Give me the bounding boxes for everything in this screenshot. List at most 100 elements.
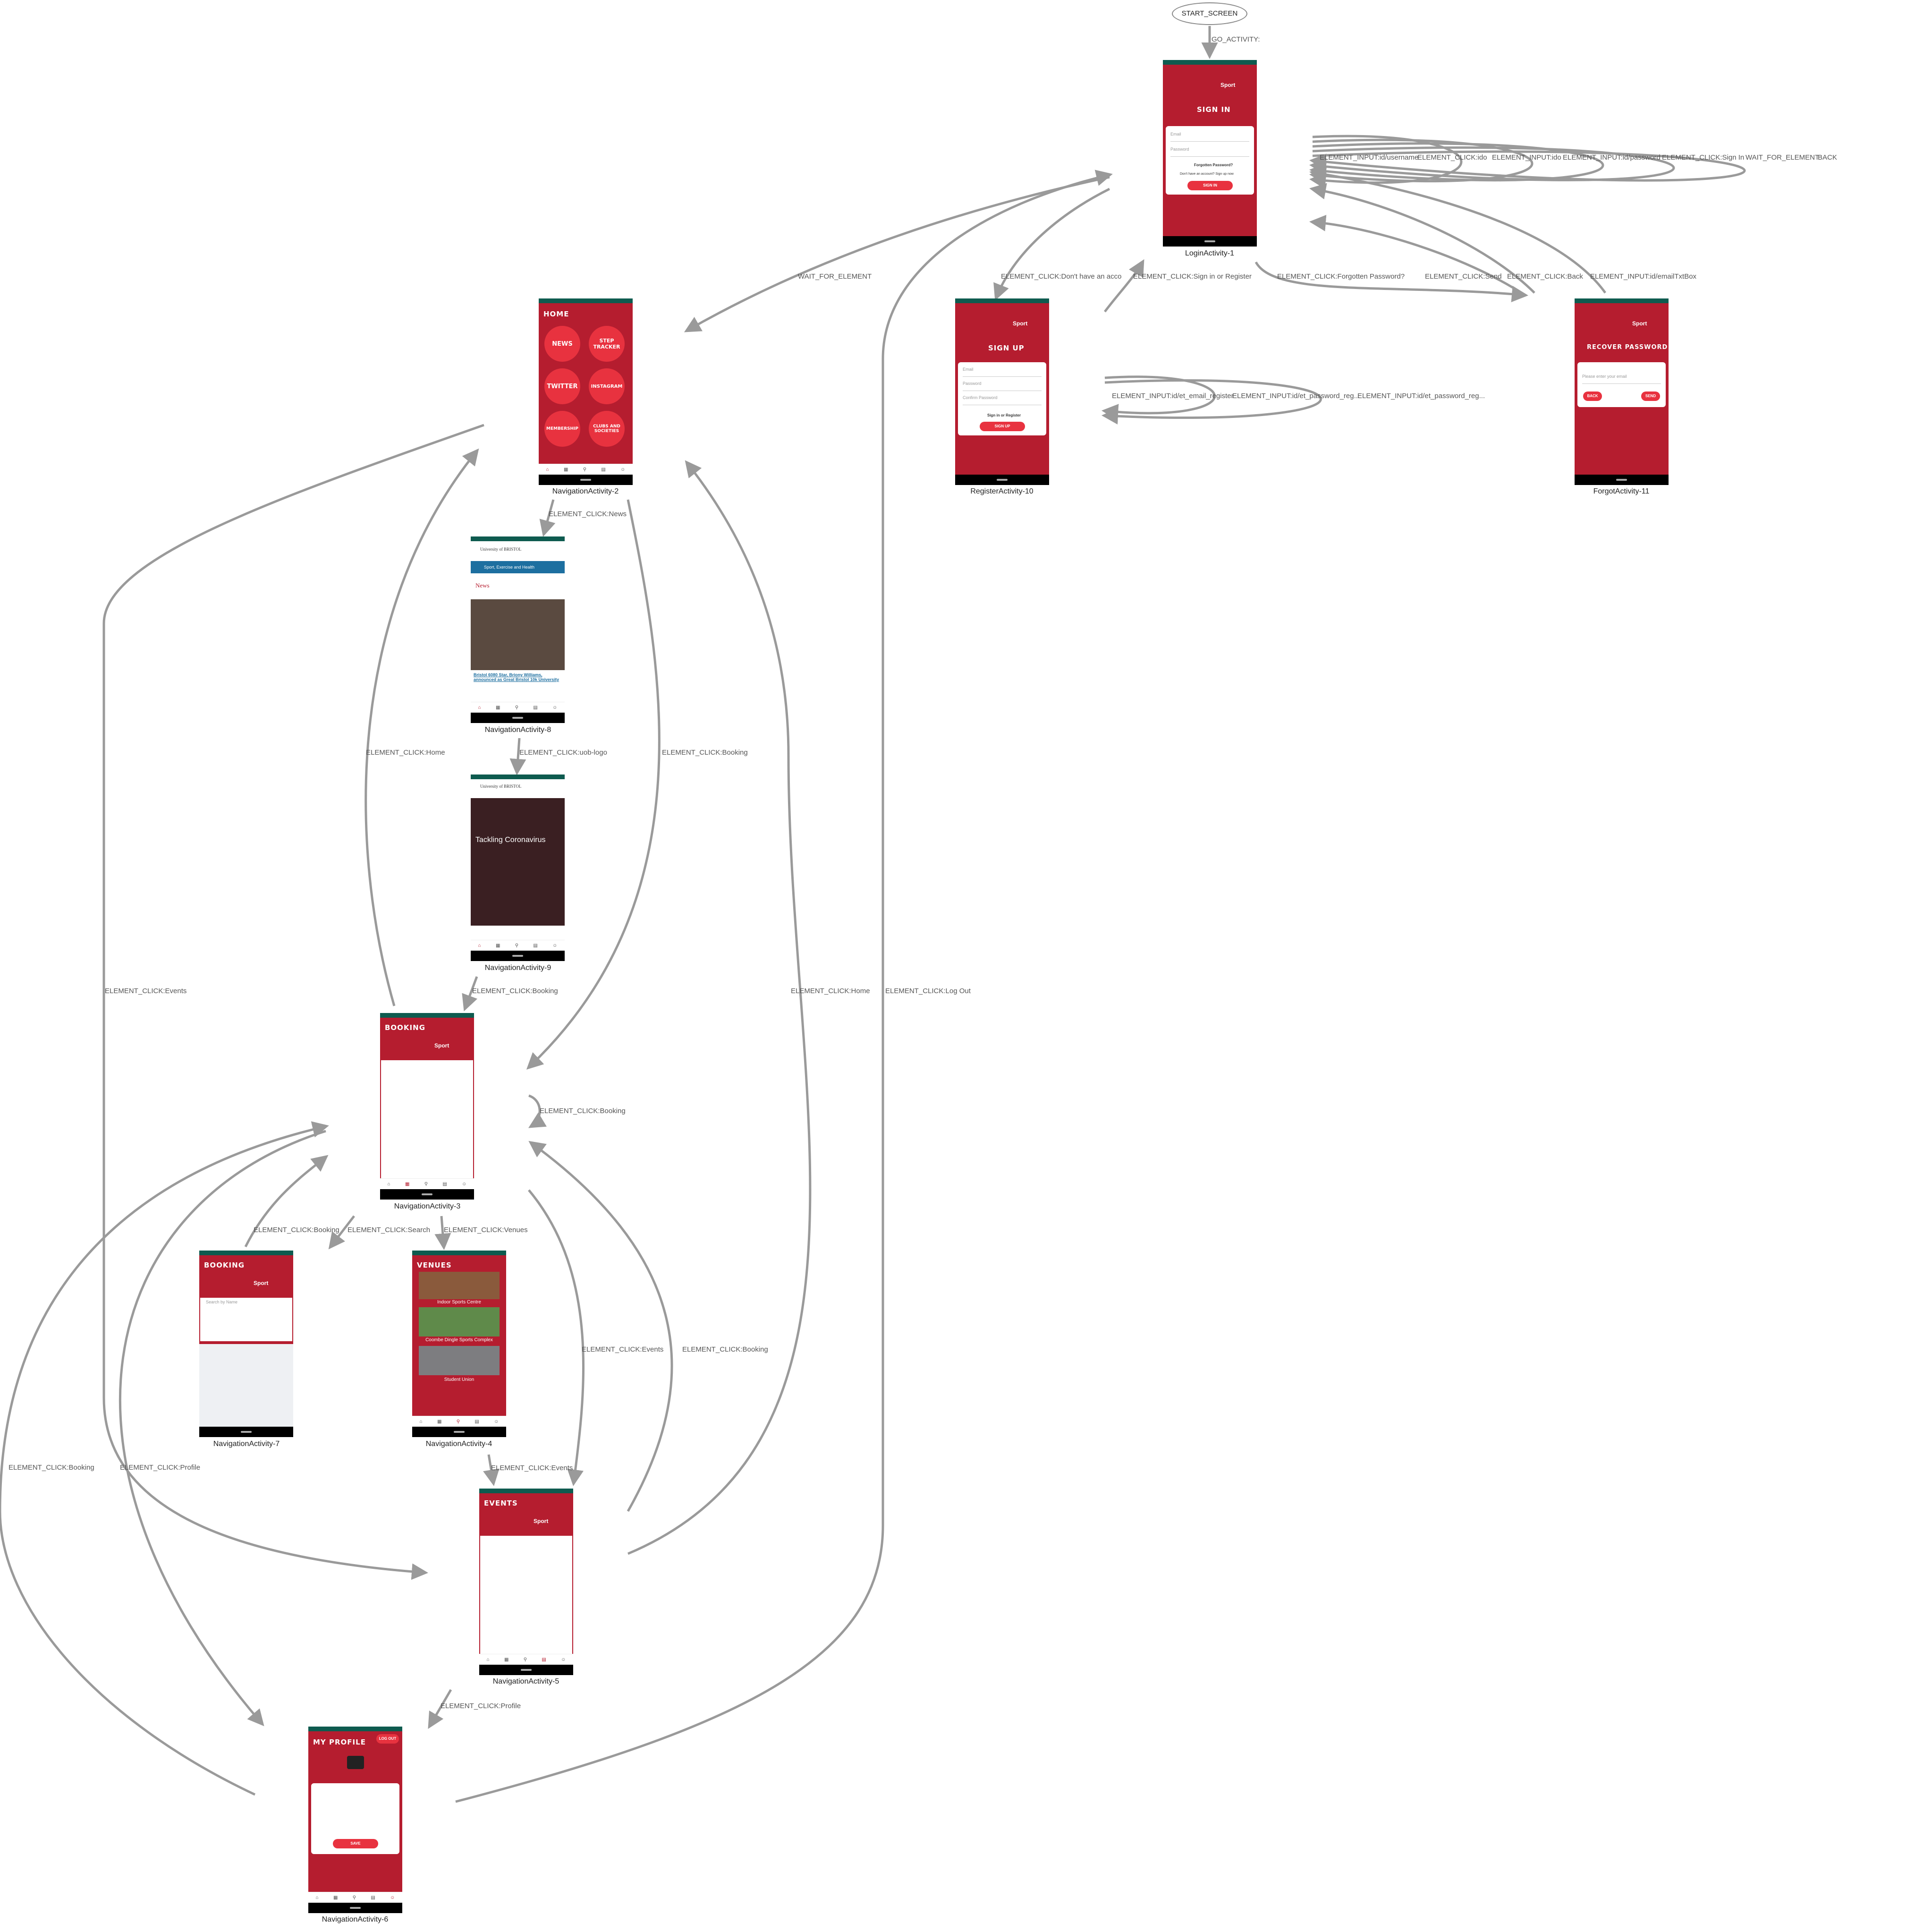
instagram-button[interactable]: INSTAGRAM: [589, 368, 625, 404]
tab-booking-icon[interactable]: ▦: [437, 1419, 442, 1424]
tab-profile-icon[interactable]: ☺: [462, 1181, 467, 1187]
tab-profile-icon[interactable]: ☺: [620, 467, 626, 472]
keyboard[interactable]: [199, 1344, 293, 1427]
label-login-self-2: ELEMENT_CLICK:ido: [1417, 153, 1487, 162]
news-story-link[interactable]: Bristol 6080 Star, Briony Williams, anno…: [474, 672, 559, 682]
booking-list: [381, 1060, 473, 1179]
search-input[interactable]: Search by Name: [200, 1298, 292, 1341]
tab-booking-icon[interactable]: ▦: [405, 1181, 410, 1187]
tab-home-icon[interactable]: ⌂: [315, 1895, 319, 1900]
label-profile-5: ELEMENT_CLICK:Profile: [441, 1702, 521, 1710]
edge-login-self: [1309, 135, 1463, 189]
uob-logo[interactable]: University of BRISTOL: [480, 784, 522, 789]
profile-card: SAVE: [311, 1783, 399, 1854]
label-reg-self-2: ELEMENT_INPUT:id/et_password_reg...: [1232, 392, 1360, 400]
label-back: ELEMENT_CLICK:Back: [1507, 272, 1583, 281]
sign-in-register-link[interactable]: Sign in or Register: [987, 413, 1021, 417]
email-field[interactable]: Email: [963, 367, 1042, 377]
label-login-self-7: BACK: [1818, 153, 1837, 162]
label-venues: ELEMENT_CLICK:Venues: [444, 1226, 528, 1234]
venue-3[interactable]: Student Union: [444, 1377, 475, 1382]
label-events-3: ELEMENT_CLICK:Events: [582, 1345, 663, 1353]
tab-home-icon[interactable]: ⌂: [478, 943, 481, 948]
tab-home-icon[interactable]: ⌂: [486, 1657, 490, 1662]
tab-profile-icon[interactable]: ☺: [552, 943, 558, 948]
tab-booking-icon[interactable]: ▦: [495, 943, 500, 948]
tab-venues-icon[interactable]: ⚲: [523, 1657, 527, 1662]
tab-events-icon[interactable]: ▤: [442, 1181, 447, 1187]
label-uob-logo: ELEMENT_CLICK:uob-logo: [519, 749, 607, 757]
screen-venues: VENUES Indoor Sports Centre Coombe Dingl…: [412, 1251, 506, 1437]
edge-booking-self: [528, 1094, 547, 1128]
bottom-tab-bar: ⌂ ▦ ⚲ ▤ ☺: [471, 702, 565, 713]
edge-profile-5: [428, 1689, 452, 1729]
twitter-button[interactable]: TWITTER: [544, 368, 580, 404]
tab-booking-icon[interactable]: ▦: [333, 1895, 338, 1900]
node-label-forgot: ForgotActivity-11: [1593, 487, 1650, 495]
label-send: ELEMENT_CLICK:Send: [1425, 272, 1502, 281]
tab-home-icon[interactable]: ⌂: [478, 705, 481, 710]
node-label-nav6: NavigationActivity-6: [322, 1915, 389, 1923]
tab-events-icon[interactable]: ▤: [371, 1895, 375, 1900]
email-input[interactable]: Please enter your email: [1582, 374, 1661, 384]
label-login-self-6: WAIT_FOR_ELEMENT: [1746, 153, 1819, 162]
uob-logo[interactable]: University of BRISTOL: [480, 547, 522, 552]
tab-venues-icon[interactable]: ⚲: [583, 467, 587, 472]
news-button[interactable]: NEWS: [544, 326, 580, 362]
tab-profile-icon[interactable]: ☺: [494, 1419, 499, 1424]
venue-2[interactable]: Coombe Dingle Sports Complex: [425, 1337, 493, 1343]
edge-booking-7: [244, 1155, 329, 1248]
tab-events-icon[interactable]: ▤: [533, 943, 538, 948]
start-screen-node: START_SCREEN: [1172, 2, 1247, 25]
status-bar: [479, 1489, 573, 1493]
logout-button[interactable]: LOG OUT: [376, 1734, 399, 1744]
bottom-tab-bar: ⌂ ▦ ⚲ ▤ ☺: [479, 1654, 573, 1665]
bottom-tab-bar: ⌂ ▦ ⚲ ▤ ☺: [308, 1892, 402, 1903]
sport-logo: Sport: [1632, 320, 1647, 327]
tab-events-icon[interactable]: ▤: [542, 1657, 546, 1662]
back-button[interactable]: BACK: [1583, 392, 1602, 401]
send-button[interactable]: SEND: [1641, 392, 1660, 401]
label-booking-6: ELEMENT_CLICK:Booking: [8, 1464, 94, 1472]
tab-booking-icon[interactable]: ▦: [563, 467, 568, 472]
forgotten-password-link[interactable]: Forgotten Password?: [1194, 163, 1233, 167]
tab-home-icon[interactable]: ⌂: [419, 1419, 423, 1424]
sign-up-link[interactable]: Don't have an account? Sign up now: [1180, 172, 1234, 176]
password-field[interactable]: Password: [1170, 147, 1249, 157]
page-title: RECOVER PASSWORD: [1587, 344, 1668, 351]
confirm-password-field[interactable]: Confirm Password: [963, 395, 1042, 405]
camera-icon[interactable]: [347, 1756, 364, 1769]
step-tracker-button[interactable]: STEP TRACKER: [589, 326, 625, 362]
tab-booking-icon[interactable]: ▦: [504, 1657, 509, 1662]
email-field[interactable]: Email: [1170, 132, 1249, 142]
tab-venues-icon[interactable]: ⚲: [352, 1895, 356, 1900]
tab-booking-icon[interactable]: ▦: [495, 705, 500, 710]
membership-button[interactable]: MEMBERSHIP: [544, 411, 580, 447]
tab-profile-icon[interactable]: ☺: [561, 1657, 566, 1662]
tab-home-icon[interactable]: ⌂: [387, 1181, 390, 1187]
tab-venues-icon[interactable]: ⚲: [424, 1181, 428, 1187]
sport-logo: Sport: [1013, 320, 1028, 327]
tab-venues-icon[interactable]: ⚲: [515, 943, 519, 948]
news-image: [471, 599, 565, 670]
tab-profile-icon[interactable]: ☺: [390, 1895, 395, 1900]
save-button[interactable]: SAVE: [333, 1839, 378, 1848]
tab-venues-icon[interactable]: ⚲: [515, 705, 519, 710]
status-bar: [380, 1013, 474, 1018]
tab-events-icon[interactable]: ▤: [533, 705, 538, 710]
tab-home-icon[interactable]: ⌂: [546, 467, 549, 472]
sign-in-button[interactable]: SIGN IN: [1187, 181, 1233, 190]
tab-events-icon[interactable]: ▤: [475, 1419, 479, 1424]
screen-booking-search: BOOKING Sport Search by Name: [199, 1251, 293, 1437]
tab-events-icon[interactable]: ▤: [601, 467, 606, 472]
tab-venues-icon[interactable]: ⚲: [456, 1419, 460, 1424]
password-field[interactable]: Password: [963, 381, 1042, 391]
news-heading: News: [475, 582, 490, 589]
sign-up-button[interactable]: SIGN UP: [980, 422, 1025, 431]
edge-booking-9: [462, 976, 478, 1012]
venue-1[interactable]: Indoor Sports Centre: [437, 1300, 481, 1305]
label-wait-for-element: WAIT_FOR_ELEMENT: [798, 272, 872, 281]
clubs-button[interactable]: CLUBS AND SOCIETIES: [589, 411, 625, 447]
label-login-self-3: ELEMENT_INPUT:ido: [1492, 153, 1561, 162]
tab-profile-icon[interactable]: ☺: [552, 705, 558, 710]
